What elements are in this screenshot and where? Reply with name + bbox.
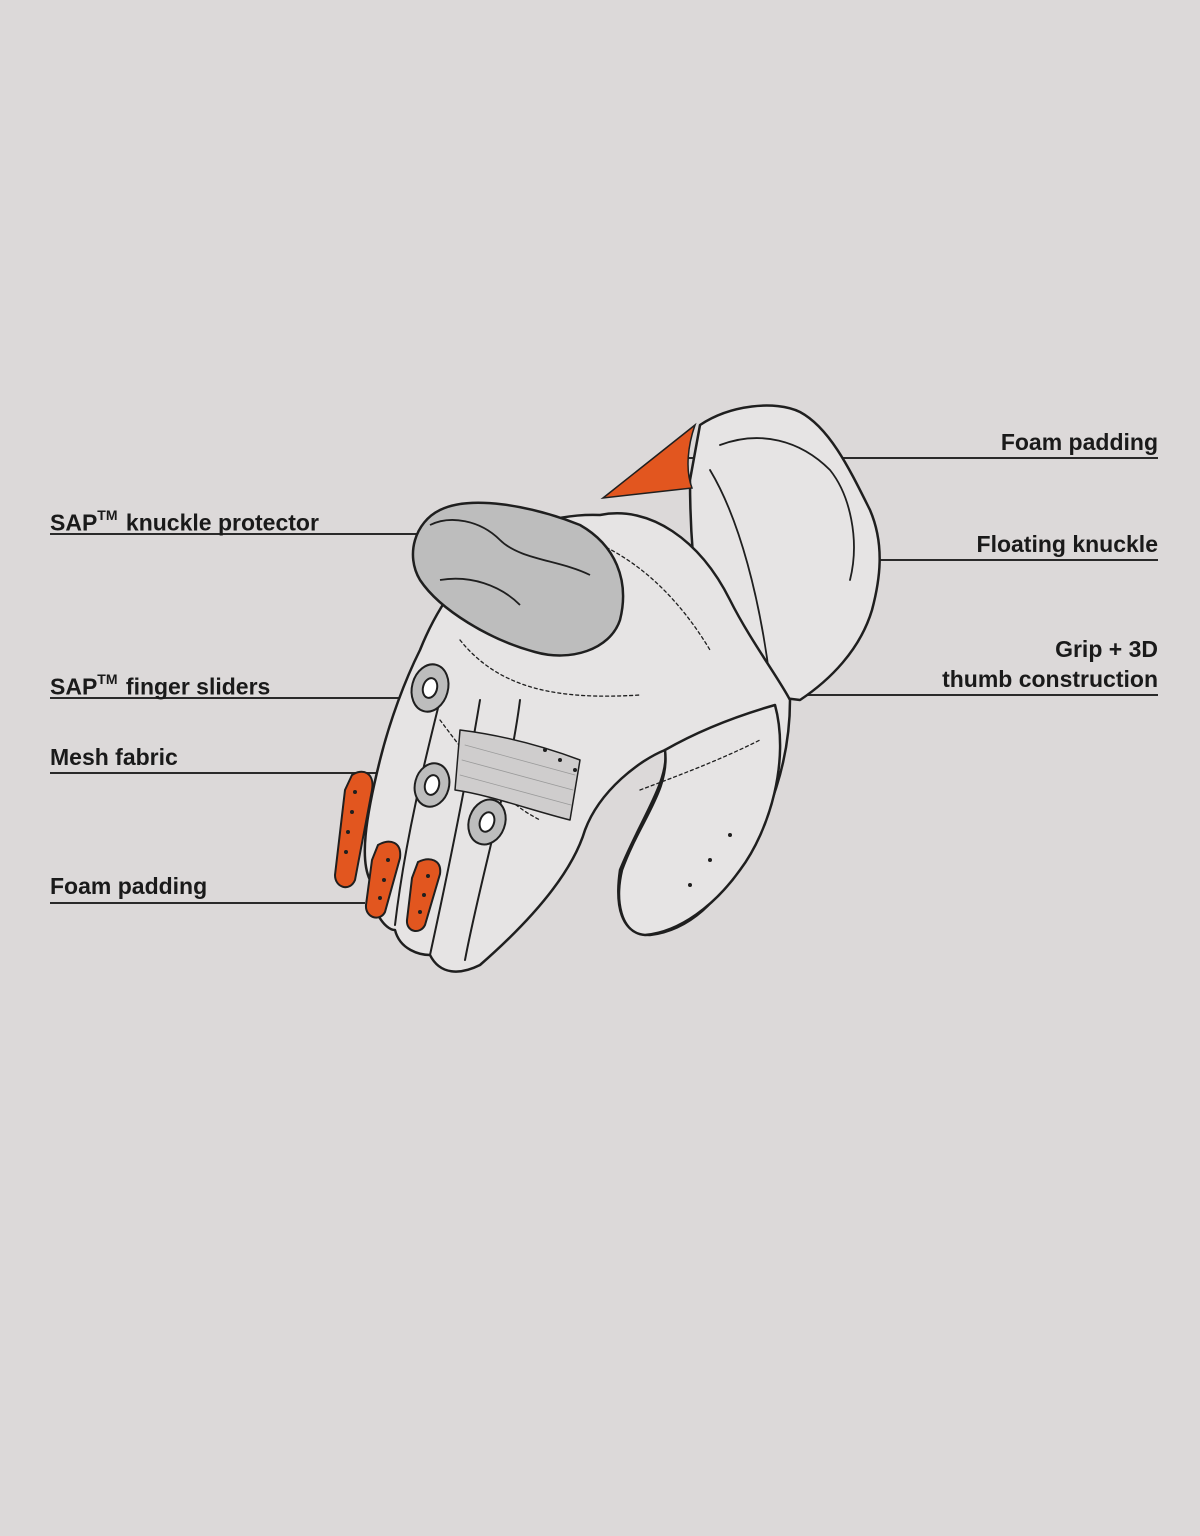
- brand-sap: SAP: [50, 509, 98, 536]
- label-grip-thumb: Grip + 3D thumb construction: [942, 634, 1158, 694]
- glove-illustration: [363, 404, 881, 973]
- foam-padding-top-shape: [600, 422, 697, 500]
- label-foam-padding-bottom: Foam padding: [50, 873, 208, 899]
- tm-mark: TM: [97, 671, 118, 687]
- tm-mark: TM: [97, 507, 118, 523]
- knuckle-protector-text: knuckle protector: [125, 509, 319, 536]
- label-knuckle-protector: SAPTM knuckle protector: [50, 502, 319, 538]
- glove-thumb: [617, 703, 782, 937]
- finger-sliders-text: finger sliders: [125, 673, 271, 700]
- knuckle-protector-shape: [411, 501, 625, 657]
- label-mesh-fabric: Mesh fabric: [50, 744, 178, 770]
- grip-thumb-line1: Grip + 3D: [1055, 636, 1158, 662]
- label-floating-knuckle: Floating knuckle: [976, 531, 1158, 557]
- label-finger-sliders: SAPTM finger sliders: [50, 666, 270, 702]
- finger-slider-shapes: [410, 663, 507, 846]
- foam-padding-finger-shapes: [333, 770, 442, 932]
- label-foam-padding-top: Foam padding: [1000, 429, 1158, 455]
- brand-sap: SAP: [50, 673, 98, 700]
- grip-thumb-line2: thumb construction: [942, 666, 1158, 692]
